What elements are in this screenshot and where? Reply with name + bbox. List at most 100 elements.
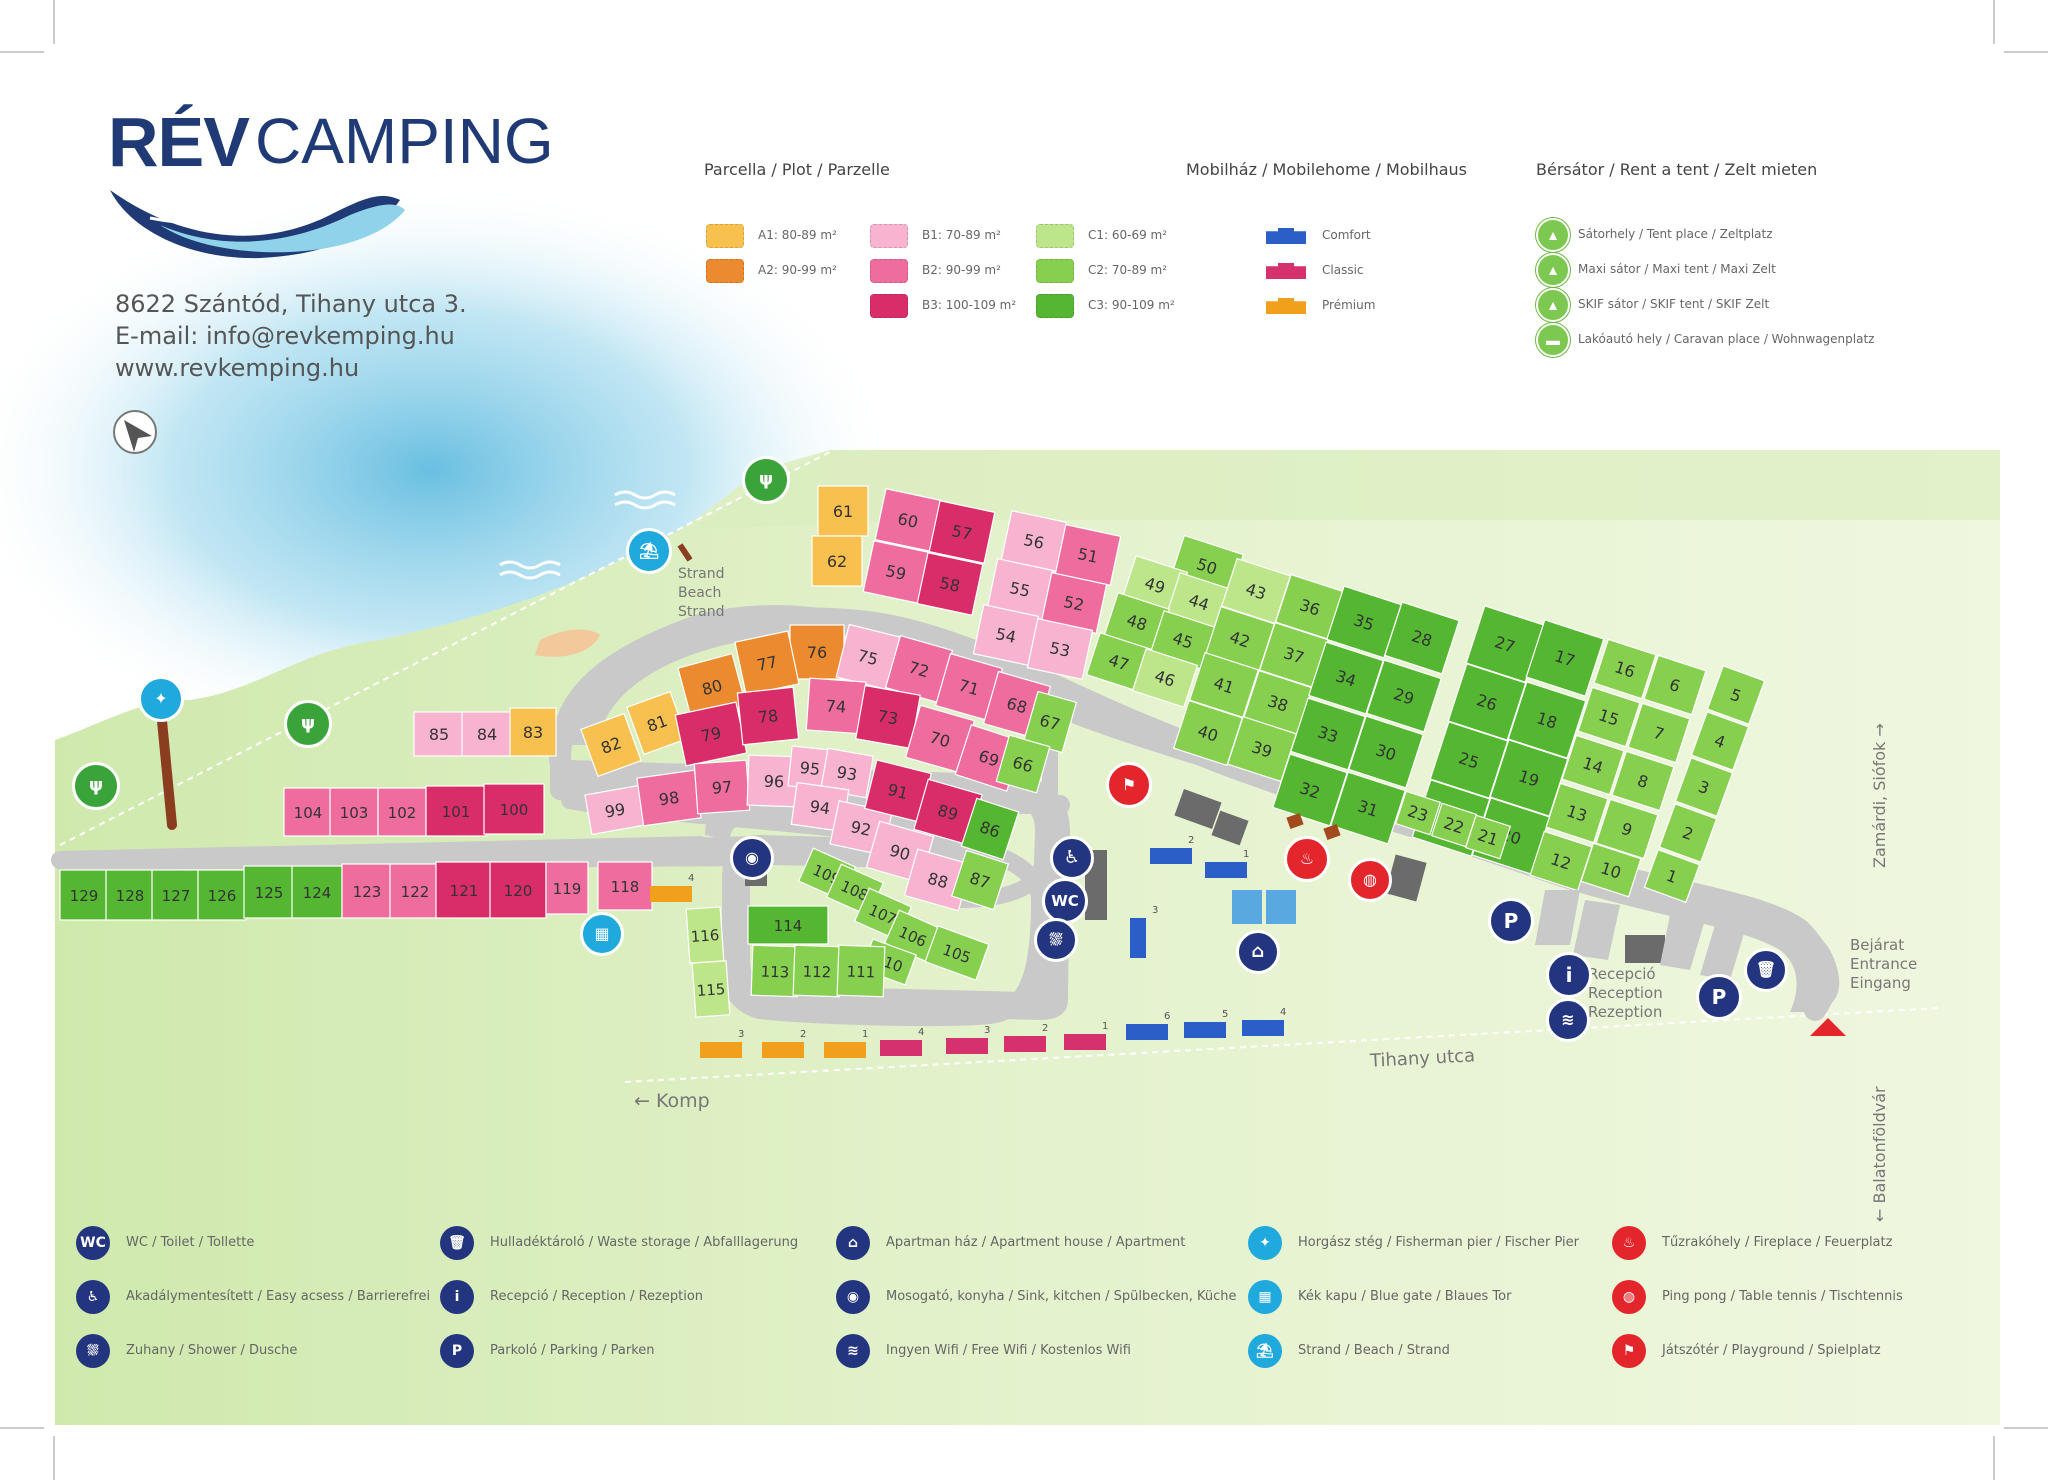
plot-74[interactable]: 74	[805, 677, 867, 735]
plot-84[interactable]: 84	[461, 711, 513, 757]
plot-30-shape[interactable]	[1348, 715, 1424, 789]
plot-14-shape[interactable]	[1561, 734, 1625, 796]
plot-15[interactable]: 15	[1577, 686, 1641, 748]
plot-128[interactable]: 128	[105, 869, 155, 921]
plot-21-shape[interactable]	[1464, 814, 1512, 860]
mobilehome-shape[interactable]	[650, 886, 692, 902]
plot-6[interactable]: 6	[1643, 654, 1707, 716]
plot-112[interactable]: 112	[792, 944, 842, 998]
plot-17-shape[interactable]	[1525, 619, 1605, 697]
plot-4[interactable]: 4	[1690, 711, 1750, 771]
plot-118[interactable]: 118	[597, 861, 653, 911]
plot-120[interactable]: 120	[489, 861, 547, 919]
plot-73[interactable]: 73	[855, 684, 921, 750]
plot-105[interactable]: 105	[924, 925, 990, 981]
plot-28-shape[interactable]	[1384, 601, 1460, 675]
plot-122[interactable]: 122	[389, 863, 441, 919]
plot-82-shape[interactable]	[580, 712, 642, 778]
parking-icon-top[interactable]: P	[1488, 898, 1534, 944]
plot-10-shape[interactable]	[1580, 842, 1642, 898]
mobilehome-shape[interactable]	[880, 1040, 922, 1056]
mobilehome-shape[interactable]	[1242, 1020, 1284, 1036]
plot-32[interactable]: 32	[1272, 753, 1348, 827]
plot-100-shape[interactable]	[483, 783, 545, 835]
plot-127-shape[interactable]	[151, 869, 201, 921]
plot-8-shape[interactable]	[1611, 750, 1675, 812]
plot-46-shape[interactable]	[1131, 647, 1199, 709]
plot-86-shape[interactable]	[960, 797, 1020, 861]
plot-58[interactable]: 58	[916, 552, 984, 616]
mobilehome-classic-4[interactable]: 4	[880, 1027, 924, 1056]
plot-51[interactable]: 51	[1054, 524, 1122, 586]
plot-16[interactable]: 16	[1593, 638, 1657, 700]
mobilehome-shape[interactable]	[762, 1042, 804, 1058]
plot-2[interactable]: 2	[1658, 803, 1718, 863]
plot-23-shape[interactable]	[1394, 790, 1442, 836]
plot-129-shape[interactable]	[59, 869, 109, 921]
plot-26-shape[interactable]	[1447, 663, 1527, 741]
plot-103[interactable]: 103	[329, 787, 379, 837]
plot-123[interactable]: 123	[341, 863, 393, 919]
plot-18-shape[interactable]	[1507, 681, 1587, 759]
plot-18[interactable]: 18	[1507, 681, 1587, 759]
plot-13[interactable]: 13	[1545, 782, 1609, 844]
plot-118-shape[interactable]	[597, 861, 653, 911]
plot-70[interactable]: 70	[904, 704, 976, 774]
mobilehome-comfort-3[interactable]: 3	[1130, 905, 1158, 958]
plot-115-shape[interactable]	[691, 960, 731, 1018]
plot-86[interactable]: 86	[960, 797, 1020, 861]
plot-37[interactable]: 37	[1258, 621, 1330, 689]
plot-34-shape[interactable]	[1308, 641, 1384, 715]
plot-13-shape[interactable]	[1545, 782, 1609, 844]
plot-9[interactable]: 9	[1595, 798, 1659, 860]
plot-14[interactable]: 14	[1561, 734, 1625, 796]
plot-27[interactable]: 27	[1465, 605, 1545, 683]
plot-122-shape[interactable]	[389, 863, 441, 919]
plot-39[interactable]: 39	[1226, 715, 1298, 783]
plot-97[interactable]: 97	[693, 759, 751, 815]
plot-114-shape[interactable]	[747, 905, 829, 945]
apartment-icon[interactable]: ⌂	[1236, 930, 1280, 974]
plot-30[interactable]: 30	[1348, 715, 1424, 789]
plot-40[interactable]: 40	[1172, 699, 1244, 767]
mobilehome-shape[interactable]	[946, 1038, 988, 1054]
plot-126-shape[interactable]	[197, 869, 247, 921]
plot-104[interactable]: 104	[283, 787, 333, 837]
plot-83[interactable]: 83	[509, 707, 557, 757]
plot-101[interactable]: 101	[425, 785, 487, 837]
plot-119-shape[interactable]	[545, 861, 589, 915]
playground-icon[interactable]: ⚑	[1106, 762, 1152, 808]
beach-icon[interactable]: ⛱	[626, 528, 672, 574]
plot-119[interactable]: 119	[545, 861, 589, 915]
plot-22[interactable]: 22	[1430, 802, 1478, 848]
plot-128-shape[interactable]	[105, 869, 155, 921]
plot-29-shape[interactable]	[1366, 659, 1442, 733]
waste-icon[interactable]: 🗑	[1744, 948, 1788, 992]
plot-6-shape[interactable]	[1643, 654, 1707, 716]
plot-33-shape[interactable]	[1290, 697, 1366, 771]
plot-114[interactable]: 114	[747, 905, 829, 945]
fireplace-icon[interactable]: ♨	[1284, 836, 1330, 882]
plot-85[interactable]: 85	[413, 711, 465, 757]
blue-gate-icon[interactable]: ▦	[580, 912, 624, 956]
plot-124-shape[interactable]	[291, 865, 343, 919]
mobilehome-shape[interactable]	[1130, 918, 1146, 958]
plot-21[interactable]: 21	[1464, 814, 1512, 860]
plot-102[interactable]: 102	[377, 787, 427, 837]
plot-78-shape[interactable]	[736, 686, 800, 746]
plot-7[interactable]: 7	[1627, 702, 1691, 764]
plot-113[interactable]: 113	[750, 944, 800, 998]
plot-62[interactable]: 62	[811, 535, 863, 587]
plot-42[interactable]: 42	[1204, 605, 1276, 673]
plot-3-shape[interactable]	[1674, 757, 1734, 817]
plot-87[interactable]: 87	[950, 849, 1010, 911]
plot-19[interactable]: 19	[1489, 739, 1569, 817]
plot-48[interactable]: 48	[1103, 591, 1171, 653]
plot-15-shape[interactable]	[1577, 686, 1641, 748]
plot-121[interactable]: 121	[435, 861, 493, 919]
plot-47[interactable]: 47	[1085, 631, 1153, 693]
plot-85-shape[interactable]	[413, 711, 465, 757]
plot-94[interactable]: 94	[790, 781, 850, 833]
wifi-icon[interactable]: ≋	[1546, 998, 1590, 1042]
plot-46[interactable]: 46	[1131, 647, 1199, 709]
